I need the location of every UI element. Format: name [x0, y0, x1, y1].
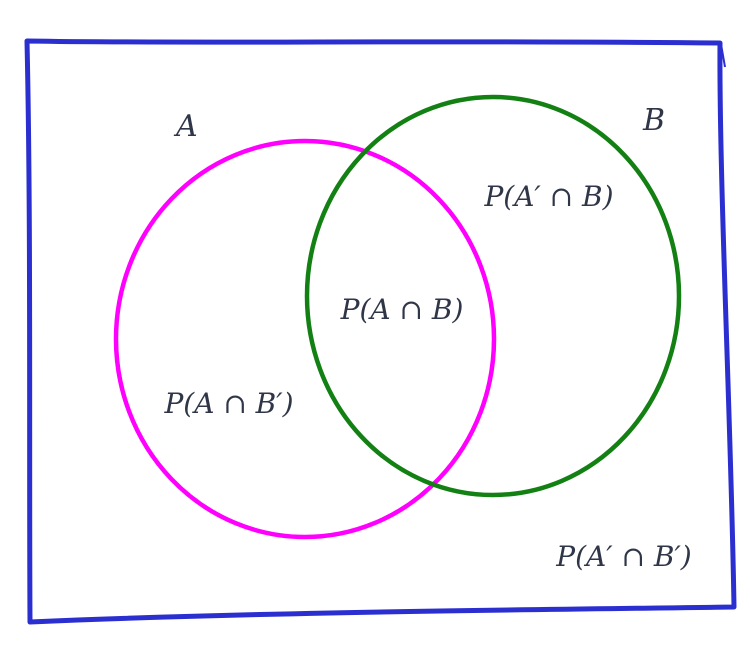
region-a-only-label: P(A ∩ B′)	[163, 387, 293, 420]
set-a-label: A	[173, 109, 198, 144]
region-b-only-label: P(A′ ∩ B)	[483, 180, 613, 213]
set-b-circle	[304, 94, 682, 498]
pen-mark	[720, 43, 726, 68]
set-b-label: B	[642, 103, 665, 138]
region-neither-label: P(A′ ∩ B′)	[555, 540, 691, 573]
universe-rectangle	[24, 38, 737, 625]
region-intersection-label: P(A ∩ B)	[340, 293, 464, 326]
set-a-circle	[113, 138, 497, 540]
